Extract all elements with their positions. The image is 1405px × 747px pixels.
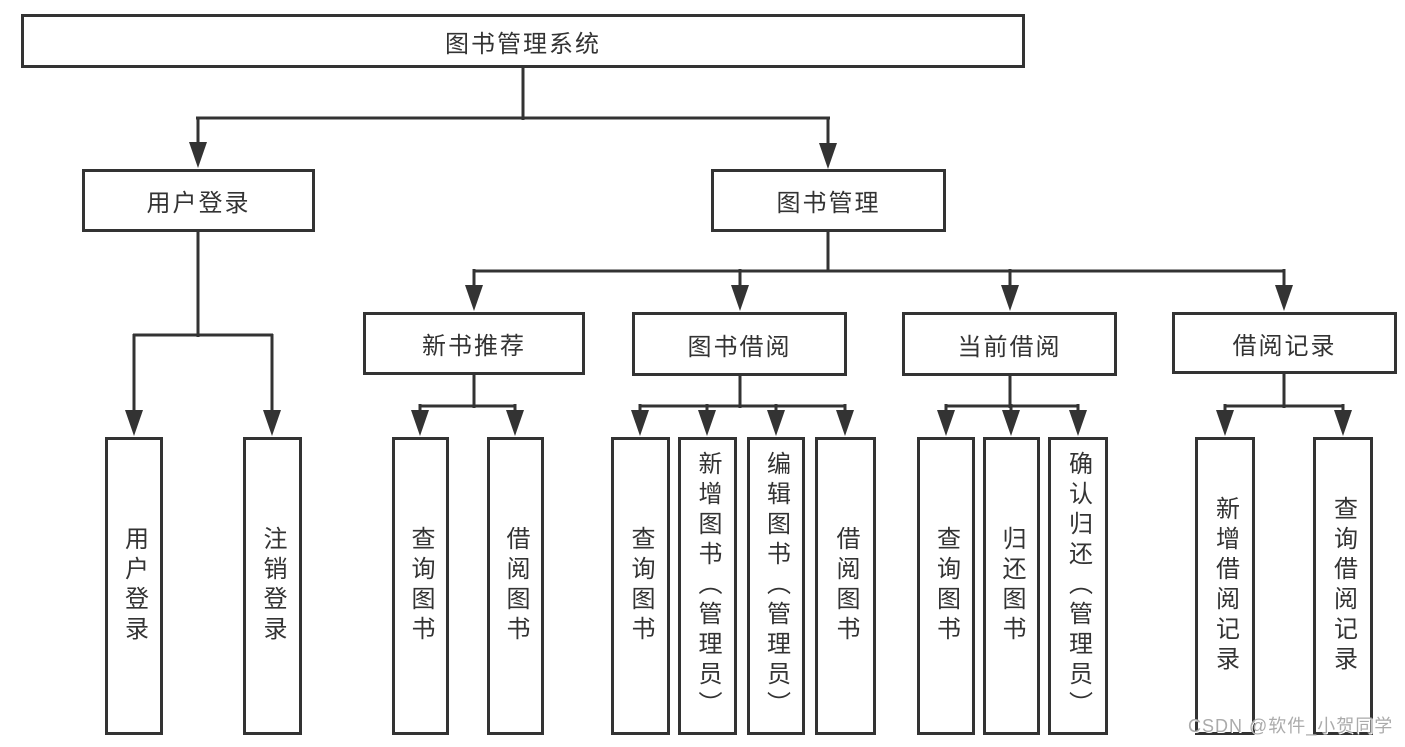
leaf-borrow-books-recommend: 借阅图书 xyxy=(487,437,544,735)
leaf-label: 注销登录 xyxy=(259,526,286,646)
leaf-query-books-borrow: 查询图书 xyxy=(611,437,670,735)
leaf-label: 借阅图书 xyxy=(832,526,859,646)
leaf-label: 确认归还（管理员） xyxy=(1064,451,1092,721)
leaf-query-borrow-record: 查询借阅记录 xyxy=(1313,437,1373,735)
leaf-logout: 注销登录 xyxy=(243,437,302,735)
leaf-query-books-current: 查询图书 xyxy=(917,437,975,735)
leaf-return-books: 归还图书 xyxy=(983,437,1040,735)
node-book-management: 图书管理 xyxy=(711,169,946,232)
node-current-borrow: 当前借阅 xyxy=(902,312,1117,376)
node-user-login: 用户登录 xyxy=(82,169,315,232)
leaf-label: 编辑图书（管理员） xyxy=(762,451,790,721)
leaf-add-borrow-record: 新增借阅记录 xyxy=(1195,437,1255,735)
node-root-system: 图书管理系统 xyxy=(21,14,1025,68)
csdn-watermark: CSDN @软件_小贺同学 xyxy=(1188,716,1394,736)
leaf-borrow-books: 借阅图书 xyxy=(815,437,876,735)
node-new-book-recommend: 新书推荐 xyxy=(363,312,585,375)
leaf-label: 新增图书（管理员） xyxy=(694,451,721,721)
leaf-label: 查询图书 xyxy=(627,526,654,646)
leaf-confirm-return-admin: 确认归还（管理员） xyxy=(1048,437,1108,735)
leaf-user-login: 用户登录 xyxy=(105,437,163,735)
leaf-add-books-admin: 新增图书（管理员） xyxy=(678,437,737,735)
leaf-edit-books-admin: 编辑图书（管理员） xyxy=(747,437,805,735)
leaf-label: 新增借阅记录 xyxy=(1211,496,1239,676)
node-book-borrow: 图书借阅 xyxy=(632,312,847,376)
leaf-label: 查询图书 xyxy=(407,526,434,646)
node-borrow-record: 借阅记录 xyxy=(1172,312,1397,374)
leaf-label: 借阅图书 xyxy=(502,526,529,646)
leaf-label: 用户登录 xyxy=(120,526,148,646)
leaf-query-books-recommend: 查询图书 xyxy=(392,437,449,735)
leaf-label: 归还图书 xyxy=(998,526,1025,646)
leaf-label: 查询借阅记录 xyxy=(1329,496,1357,676)
leaf-label: 查询图书 xyxy=(932,526,960,646)
